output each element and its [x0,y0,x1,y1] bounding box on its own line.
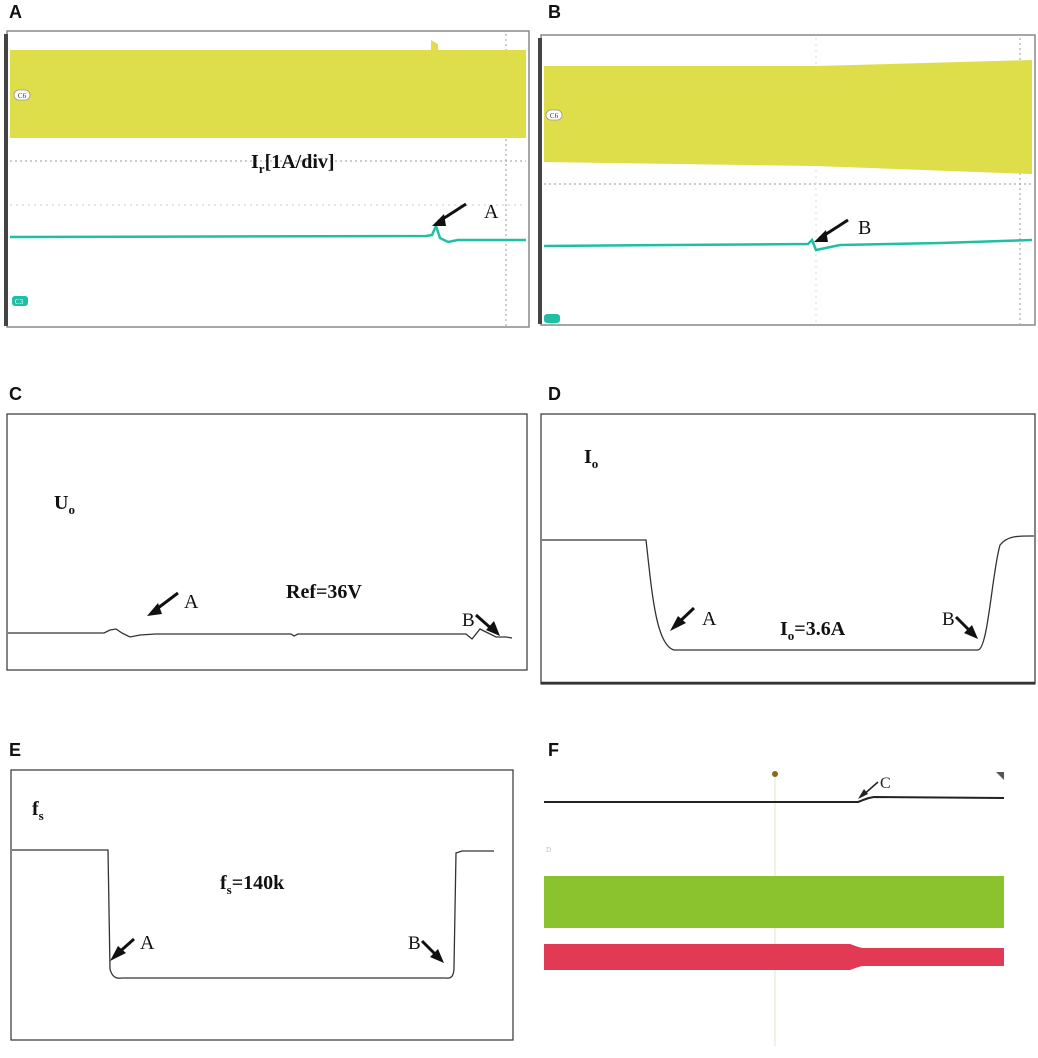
panel-e-chart: fs fs=140k A B [10,769,514,1041]
annot-b: B [462,610,475,631]
panel-label-f: F [548,740,559,760]
arrow-c-head [858,789,868,799]
annot-uo: Uo [54,492,75,517]
annot-a: A [702,608,717,630]
panel-label-a: A [9,2,22,22]
trigger-dot [772,771,778,777]
channel-mark: D [546,846,551,854]
channel-label-c6: C6 [550,112,559,120]
annot-c: C [880,775,891,792]
trace-line [9,222,526,244]
annot-a: A [484,201,499,223]
arrow-b-head [964,625,978,639]
arrow-a-head [147,603,162,616]
current-line [542,535,1035,651]
arrow-b-head [814,230,828,242]
annot-fs-level: fs=140k [220,872,285,897]
channel-marker-c6 [545,109,563,121]
annot-io-level: Io=3.6A [780,618,846,643]
annot-io: Io [584,446,598,471]
channel-label-c6: C6 [18,92,27,100]
panel-label-e: E [9,740,22,760]
annot-b: B [942,609,955,630]
green-band [544,876,1004,928]
output-trace [544,795,1005,803]
current-band [10,50,526,138]
annot-main: Ir[1A/div] [251,151,335,176]
panel-c-chart: Uo Ref=36V A B [6,413,528,671]
current-band [544,60,1032,174]
annot-b: B [858,217,871,239]
channel-label-c3: C3 [15,298,24,306]
trace-line [543,237,1033,252]
plot-frame [10,769,514,1041]
channel-marker-c6 [13,89,31,101]
panel-label-b: B [548,2,561,22]
panel-d-chart: Io Io=3.6A A B [540,413,1036,685]
red-band [544,944,1004,970]
panel-a-scope: C6 Ir[1A/div] A C3 [4,30,530,328]
frequency-line [12,849,494,979]
annot-b: B [408,933,421,954]
panel-label-c: C [9,384,22,404]
channel-marker-c3 [544,314,560,323]
corner-marker [996,772,1004,780]
annot-fs: fs [32,798,44,823]
panel-b-scope: C6 B [538,34,1036,326]
panel-label-d: D [548,384,561,404]
voltage-line [8,628,513,640]
annot-a: A [184,591,199,613]
arrow-b-head [430,949,444,963]
arrow-b-head [486,621,500,636]
band-edge [431,40,438,50]
annot-a: A [140,932,155,954]
plot-frame [6,413,528,671]
plot-frame [540,413,1036,685]
arrow-a-head [110,946,126,961]
channel-marker-c3 [12,296,28,306]
arrow-a-head [670,616,686,631]
annot-ref: Ref=36V [286,581,362,603]
panel-f-scope: C D [544,771,1005,1046]
arrow-a-head [432,214,446,226]
